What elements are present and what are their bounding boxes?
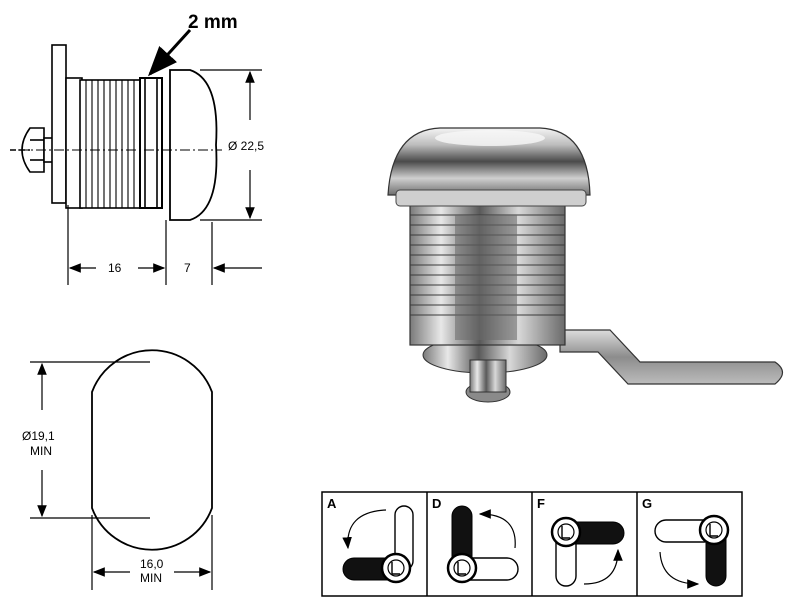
cam-lock-product-image	[387, 127, 784, 403]
rotation-option-g-label: G	[642, 496, 652, 511]
thread-lines	[85, 80, 135, 208]
head-length-label: 7	[184, 261, 191, 275]
body-length-label: 16	[108, 261, 122, 275]
cutout-width-dimension: 16,0 MIN	[91, 515, 213, 590]
flange-gap-label: 2 mm	[188, 12, 238, 33]
cutout-width-value: 16,0	[140, 557, 164, 571]
rotation-option-f: F	[537, 496, 625, 587]
photo-thread-lines	[410, 214, 565, 316]
rotation-option-a-label: A	[327, 496, 337, 511]
head-diameter-label: Ø 22,5	[228, 139, 264, 153]
panel-cutout-drawing	[91, 349, 213, 551]
rotation-option-f-label: F	[537, 496, 545, 511]
rotation-option-d-label: D	[432, 496, 441, 511]
rotation-option-d: D	[432, 496, 519, 584]
cutout-height-qualifier: MIN	[30, 444, 52, 458]
side-view-drawing	[10, 44, 222, 221]
rotation-option-a: A	[327, 496, 414, 584]
head-diameter-dimension: Ø 22,5	[200, 69, 264, 221]
cutout-height-dimension: Ø19,1 MIN	[22, 361, 150, 519]
cutout-width-qualifier: MIN	[140, 571, 162, 585]
cutout-height-value: Ø19,1	[22, 429, 55, 443]
flange-gap-annotation: 2 mm	[147, 12, 238, 77]
rotation-option-g: G	[642, 496, 730, 589]
length-dimensions: 16 7	[67, 205, 262, 285]
